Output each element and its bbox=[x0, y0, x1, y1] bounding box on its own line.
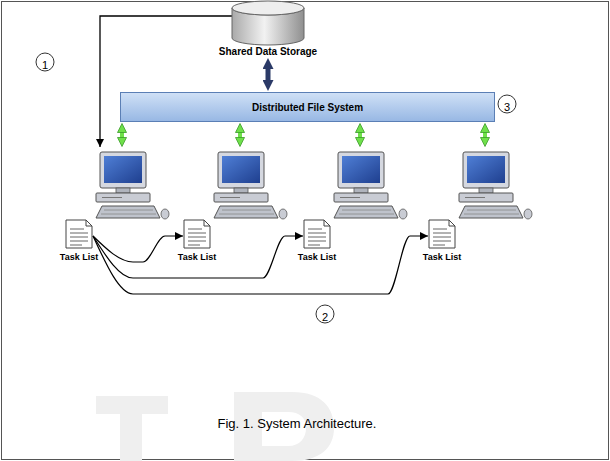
storage-label: Shared Data Storage bbox=[216, 46, 320, 57]
caption-holder: Fig. 1. System Architecture. bbox=[0, 416, 594, 431]
computer-icon bbox=[62, 148, 172, 252]
task-list-label: Task List bbox=[298, 252, 336, 262]
callout-label: 2 bbox=[315, 307, 335, 325]
workstation: Task List bbox=[62, 148, 172, 268]
figure-caption: Fig. 1. System Architecture. bbox=[0, 416, 594, 431]
data-flow-arrow bbox=[238, 129, 242, 141]
task-list-label: Task List bbox=[178, 252, 216, 262]
workstation: Task List bbox=[300, 148, 410, 268]
data-flow-arrow bbox=[266, 65, 271, 85]
data-flow-arrow bbox=[358, 129, 362, 141]
callout-number: 1 bbox=[42, 59, 48, 71]
callout-number: 3 bbox=[504, 101, 510, 113]
task-list-label: Task List bbox=[423, 252, 461, 262]
file-system-band: Distributed File System bbox=[120, 92, 495, 122]
workstation: Task List bbox=[180, 148, 290, 268]
band-title: Distributed File System bbox=[252, 102, 363, 113]
storage-cylinder: Shared Data Storage bbox=[216, 0, 320, 57]
computer-icon bbox=[425, 148, 535, 252]
computer-icon bbox=[180, 148, 290, 252]
data-flow-arrow bbox=[120, 129, 124, 141]
callout-number: 2 bbox=[322, 311, 328, 323]
callout-label: 1 bbox=[35, 55, 55, 73]
data-flow-arrow bbox=[100, 16, 232, 147]
storage-cylinder-shape bbox=[231, 0, 305, 46]
data-flow-arrow bbox=[483, 129, 487, 141]
workstation: Task List bbox=[425, 148, 535, 268]
task-list-label: Task List bbox=[60, 252, 98, 262]
computer-icon bbox=[300, 148, 410, 252]
callout-circles bbox=[36, 53, 516, 323]
callout-label: 3 bbox=[497, 97, 517, 115]
task-transfer-arrow bbox=[93, 236, 428, 294]
task-transfer-arrow bbox=[93, 236, 183, 262]
